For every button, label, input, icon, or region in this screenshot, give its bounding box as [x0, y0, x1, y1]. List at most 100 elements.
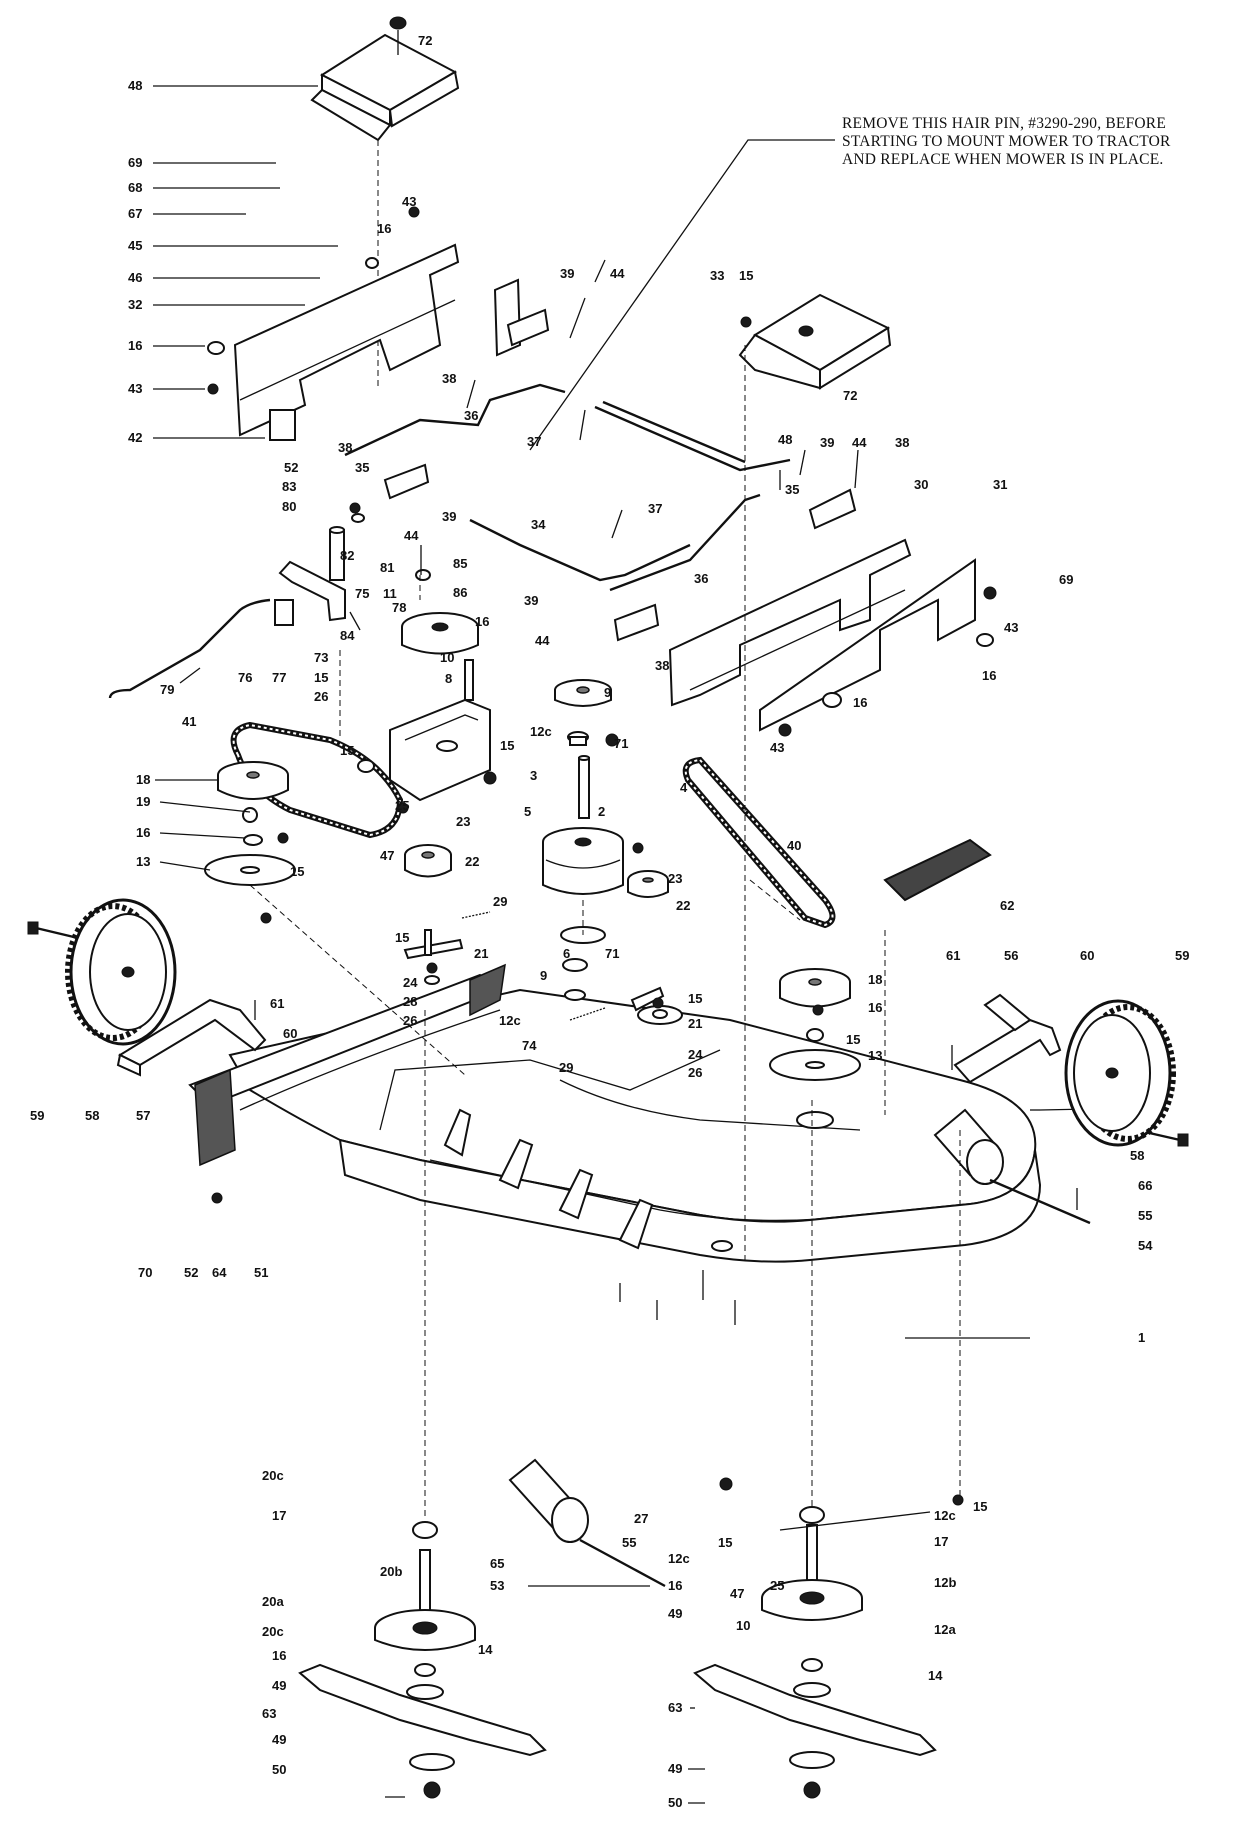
- callout-16: 16: [982, 668, 996, 683]
- callout-15: 15: [314, 670, 328, 685]
- callout-73: 73: [314, 650, 328, 665]
- callout-83: 83: [282, 479, 296, 494]
- mower-deck: [228, 988, 1141, 1263]
- callout-15: 15: [688, 991, 702, 1006]
- callout-15: 15: [395, 930, 409, 945]
- callout-63: 63: [668, 1700, 682, 1715]
- callout-80: 80: [282, 499, 296, 514]
- callout-49: 49: [272, 1732, 286, 1747]
- callout-13: 13: [868, 1048, 882, 1063]
- hardware: [207, 206, 1096, 1506]
- lift-arms: [383, 308, 857, 642]
- callout-23: 23: [456, 814, 470, 829]
- callout-43: 43: [770, 740, 784, 755]
- callout-48: 48: [778, 432, 792, 447]
- callout-18: 18: [136, 772, 150, 787]
- callout-67: 67: [128, 206, 142, 221]
- callout-46: 46: [128, 270, 142, 285]
- callout-15: 15: [718, 1535, 732, 1550]
- callout-50: 50: [668, 1795, 682, 1810]
- callout-68: 68: [128, 180, 142, 195]
- callout-35: 35: [355, 460, 369, 475]
- callout-14: 14: [478, 1642, 493, 1657]
- callout-38: 38: [895, 435, 909, 450]
- idler-arm-21-left: [403, 929, 464, 960]
- callout-57: 57: [136, 1108, 150, 1123]
- callout-65: 65: [490, 1556, 504, 1571]
- center-spindle: [554, 679, 612, 1001]
- springs: [461, 911, 606, 1021]
- callout-28: 28: [403, 994, 417, 1009]
- callout-15: 15: [340, 743, 354, 758]
- pins-and-bolts: [27, 259, 1189, 1325]
- callout-31: 31: [993, 477, 1007, 492]
- callout-69: 69: [128, 155, 142, 170]
- callout-20a: 20a: [262, 1594, 284, 1609]
- callout-47: 47: [730, 1586, 744, 1601]
- callout-15: 15: [973, 1499, 987, 1514]
- callout-39: 39: [442, 509, 456, 524]
- belt-shield-rear: [310, 16, 460, 390]
- callout-60: 60: [283, 1026, 297, 1041]
- idler-pulley-22-left: [404, 844, 452, 878]
- spindle-plate-13-left: [204, 854, 296, 886]
- callout-44: 44: [404, 528, 419, 543]
- callout-52: 52: [184, 1265, 198, 1280]
- callout-18: 18: [868, 972, 882, 987]
- callout-26: 26: [403, 1013, 417, 1028]
- callout-43: 43: [1004, 620, 1018, 635]
- callout-37: 37: [527, 434, 541, 449]
- callout-85: 85: [453, 556, 467, 571]
- callout-50: 50: [272, 1762, 286, 1777]
- callout-74: 74: [522, 1038, 537, 1053]
- callout-82: 82: [340, 548, 354, 563]
- callout-58: 58: [1130, 1148, 1144, 1163]
- callout-32: 32: [128, 297, 142, 312]
- wheel-58-left: [65, 898, 177, 1046]
- callout-78: 78: [392, 600, 406, 615]
- callout-79: 79: [160, 682, 174, 697]
- callout-39: 39: [820, 435, 834, 450]
- callout-36: 36: [464, 408, 478, 423]
- callout-26: 26: [688, 1065, 702, 1080]
- callout-19: 19: [136, 794, 150, 809]
- callout-61: 61: [946, 948, 960, 963]
- hanger-bracket-right: [668, 538, 976, 732]
- callout-22: 22: [676, 898, 690, 913]
- callout-1: 1: [1138, 1330, 1145, 1345]
- callout-21: 21: [474, 946, 488, 961]
- callout-9: 9: [540, 968, 547, 983]
- callout-38: 38: [655, 658, 669, 673]
- callout-59: 59: [30, 1108, 44, 1123]
- note-leader: [529, 139, 835, 451]
- callout-11: 11: [383, 586, 397, 601]
- callout-71: 71: [614, 736, 628, 751]
- callout-20c: 20c: [262, 1468, 284, 1483]
- spindle-plate-13-right: [769, 1049, 861, 1081]
- callout-8: 8: [445, 671, 452, 686]
- callout-10: 10: [736, 1618, 750, 1633]
- callout-58: 58: [85, 1108, 99, 1123]
- callout-75: 75: [355, 586, 369, 601]
- callout-72: 72: [843, 388, 857, 403]
- blade-spindle-right: [693, 1506, 937, 1799]
- wheel-bracket-57: [116, 998, 267, 1077]
- callout-77: 77: [272, 670, 286, 685]
- callout-69: 69: [1059, 572, 1073, 587]
- note-line-3: AND REPLACE WHEN MOWER IS IN PLACE.: [842, 151, 1163, 168]
- callout-76: 76: [238, 670, 252, 685]
- callout-27: 27: [634, 1511, 648, 1526]
- callout-59: 59: [1175, 948, 1189, 963]
- callout-13: 13: [136, 854, 150, 869]
- callout-24: 24: [403, 975, 418, 990]
- roller-66: [933, 1108, 1091, 1225]
- callout-70: 70: [138, 1265, 152, 1280]
- callout-36: 36: [694, 571, 708, 586]
- callout-71: 71: [605, 946, 619, 961]
- alignment-lines: [249, 345, 961, 1520]
- callout-63: 63: [262, 1706, 276, 1721]
- idler-bracket: [389, 659, 491, 802]
- callout-12c: 12c: [934, 1508, 956, 1523]
- hair-pin-note: REMOVE THIS HAIR PIN, #3290-290, BEFORE …: [529, 115, 1171, 451]
- roller-65: [508, 1458, 666, 1588]
